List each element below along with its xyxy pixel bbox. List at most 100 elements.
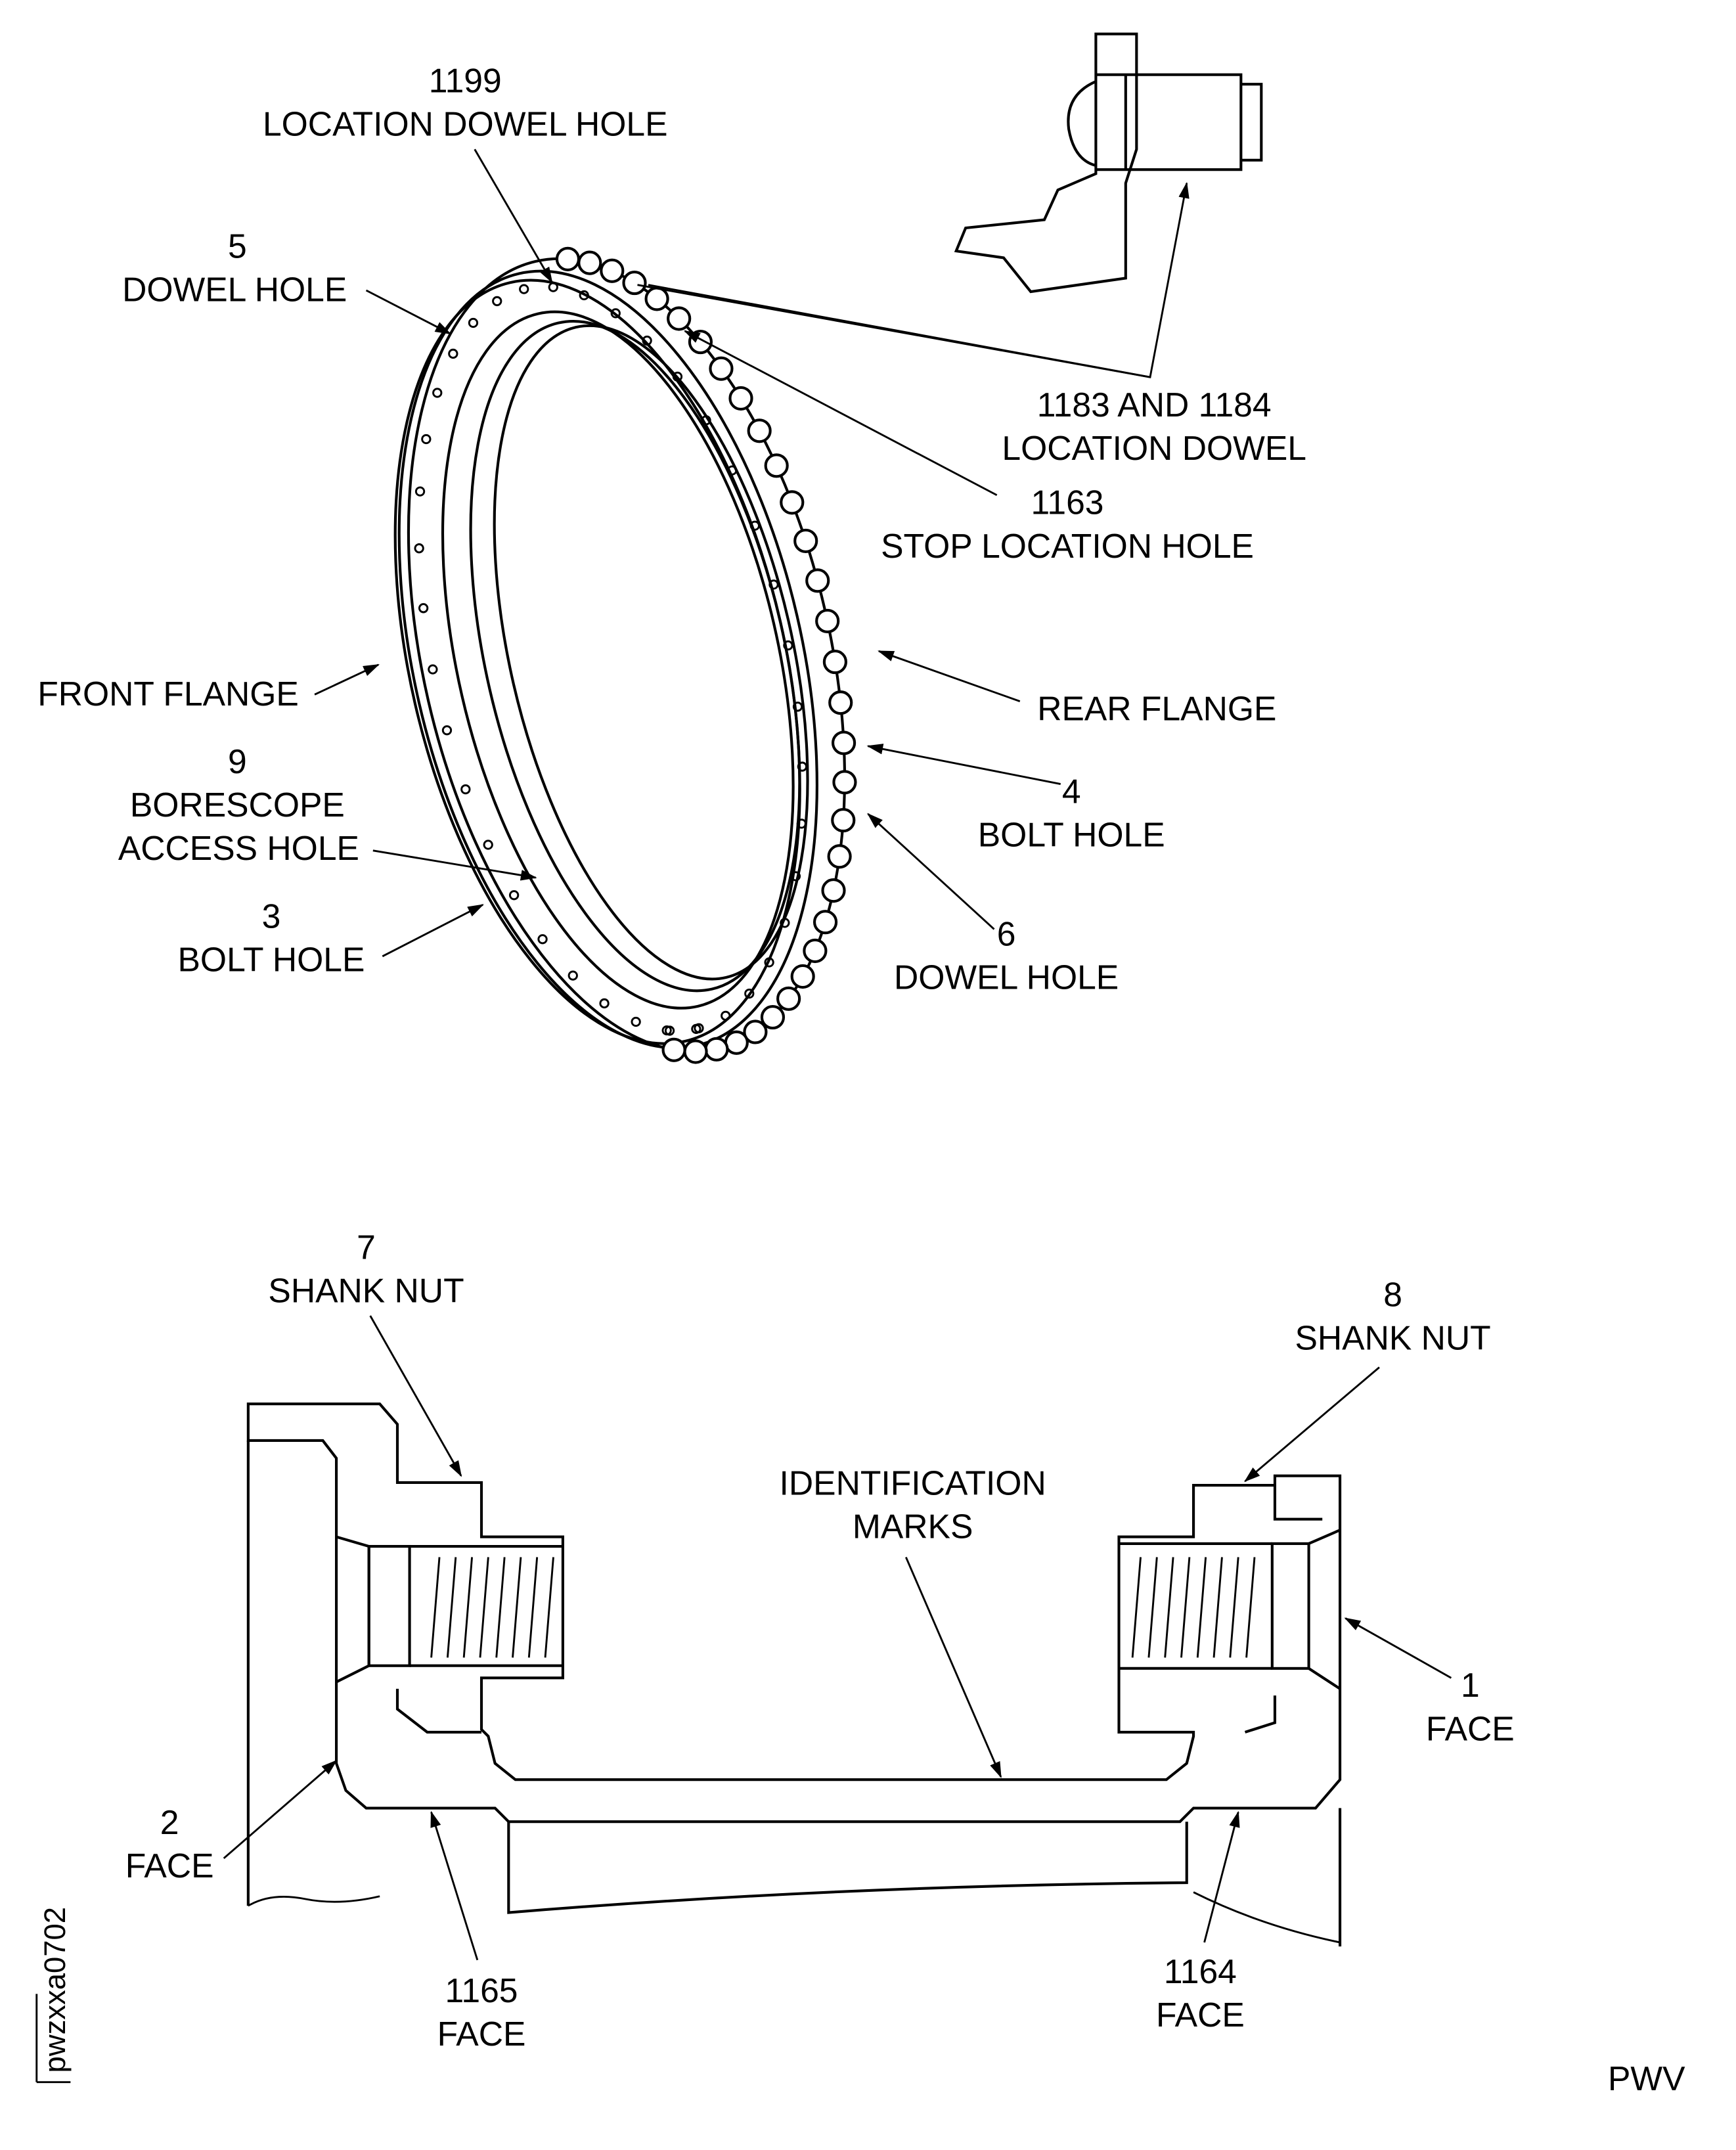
label-shank-nut-7: SHANK NUT	[268, 1271, 464, 1309]
rear-flange-bolt	[793, 528, 818, 554]
rear-flange-bolt	[747, 418, 772, 443]
label-3-number: 3	[262, 897, 281, 935]
front-flange-hole	[468, 317, 479, 328]
rear-flange-bolt	[577, 250, 602, 275]
front-flange-hole	[790, 871, 801, 882]
label-4-number: 4	[1062, 772, 1081, 810]
footer-code: PWV	[1608, 2059, 1685, 2097]
front-flange-hole	[428, 664, 438, 675]
label-stop-location-hole: STOP LOCATION HOLE	[881, 527, 1254, 565]
label-front-flange: FRONT FLANGE	[37, 675, 299, 713]
front-flange-hole	[694, 1023, 704, 1033]
front-flange-hole	[568, 970, 578, 981]
thread-line	[1147, 1557, 1158, 1658]
rear-flange-bolt	[803, 938, 828, 964]
rear-flange-bolt	[600, 258, 625, 283]
rear-flange-bolt	[832, 730, 857, 755]
rear-flange-bolt	[828, 690, 853, 715]
front-flange-hole	[631, 1016, 641, 1027]
label-bolt-hole-3: BOLT HOLE	[178, 941, 365, 979]
front-flange-hole	[610, 308, 621, 319]
rear-flange-bolt	[812, 910, 838, 935]
rear-flange-bolt	[815, 608, 840, 634]
rear-flange-bolt	[661, 1037, 686, 1062]
front-flange-hole	[414, 486, 426, 497]
label-1183-1184-number: 1183 AND 1184	[1037, 386, 1272, 424]
front-flange-hole	[492, 296, 502, 307]
thread-line	[1131, 1557, 1142, 1658]
front-flange-hole	[448, 348, 458, 359]
location-dowel-detail	[954, 32, 1263, 294]
label-face-1165: FACE	[437, 2015, 526, 2053]
rear-flange-bolt	[827, 844, 852, 869]
front-flange-hole	[441, 725, 453, 736]
front-flange-hole	[749, 520, 760, 531]
ring-illustration	[393, 246, 857, 1064]
label-shank-nut-8: SHANK NUT	[1295, 1319, 1490, 1357]
front-flange-hole	[780, 918, 790, 928]
front-flange-hole	[721, 1010, 731, 1021]
rear-flange-bolt	[724, 1030, 749, 1055]
rear-flange-bolt	[776, 986, 801, 1011]
rear-flange-bolt	[683, 1039, 708, 1064]
front-flange-hole	[519, 284, 529, 294]
thread-line	[1196, 1557, 1207, 1658]
rear-flange-bolt	[555, 246, 581, 271]
thread-line	[1245, 1557, 1256, 1658]
thread-line	[1164, 1557, 1174, 1658]
rear-flange-bolt	[622, 270, 647, 296]
label-access-hole: ACCESS HOLE	[118, 829, 359, 867]
front-flange-hole	[797, 761, 808, 772]
thread-line	[512, 1557, 522, 1658]
front-flange-hole	[460, 784, 471, 795]
label-borescope: BORESCOPE	[130, 786, 345, 824]
label-face-2: FACE	[125, 1847, 214, 1885]
label-5-number: 5	[228, 227, 247, 265]
rear-flange-bolt	[764, 453, 789, 478]
front-flange-hole	[548, 282, 558, 292]
front-flange-hole	[421, 434, 432, 445]
front-flange-hole	[508, 890, 520, 901]
front-flange-hole	[727, 465, 738, 476]
front-flange-hole	[701, 415, 711, 426]
label-1165-number: 1165	[445, 1971, 518, 2009]
label-dowel-hole-5: DOWEL HOLE	[122, 271, 347, 309]
label-1164-number: 1164	[1164, 1952, 1237, 1990]
rear-flange-bolt	[644, 286, 669, 311]
label-7-number: 7	[357, 1228, 376, 1266]
front-flange-hole	[483, 840, 493, 850]
flange-cross-section	[246, 1402, 1342, 1947]
front-flange-hole	[418, 603, 429, 614]
rear-flange-bolt	[709, 356, 734, 381]
label-dowel-hole-6: DOWEL HOLE	[894, 958, 1119, 996]
front-flange-hole	[796, 818, 807, 829]
label-face-1164: FACE	[1156, 1996, 1245, 2034]
front-flange-hole	[537, 934, 548, 945]
front-flange-hole	[672, 371, 683, 382]
front-flange-hole	[432, 388, 443, 398]
front-flange-hole	[783, 640, 793, 651]
label-bolt-hole-4: BOLT HOLE	[978, 816, 1165, 854]
rear-flange-bolt	[667, 306, 692, 331]
label-marks: MARKS	[853, 1508, 973, 1546]
label-1163-number: 1163	[1031, 483, 1104, 522]
rear-flange-bolt	[704, 1037, 729, 1062]
front-flange-hole	[642, 335, 652, 346]
front-flange-hole	[579, 290, 589, 301]
rear-flange-bolt	[728, 386, 753, 411]
figure-id: pwzxxa0702	[38, 1907, 72, 2072]
front-flange-hole	[744, 988, 755, 999]
front-flange-hole	[768, 579, 779, 590]
thread-line	[430, 1557, 441, 1658]
label-6-number: 6	[997, 914, 1016, 952]
rear-flange-bolt	[760, 1004, 786, 1030]
rear-flange-bolt	[743, 1019, 768, 1044]
label-face-1: FACE	[1426, 1709, 1515, 1747]
rear-flange-bolt	[822, 650, 847, 675]
front-flange-hole	[664, 1025, 675, 1036]
thread-line	[495, 1557, 506, 1658]
label-1-number: 1	[1461, 1666, 1480, 1704]
label-location-dowel: LOCATION DOWEL	[1002, 429, 1306, 467]
thread-line	[544, 1557, 554, 1658]
